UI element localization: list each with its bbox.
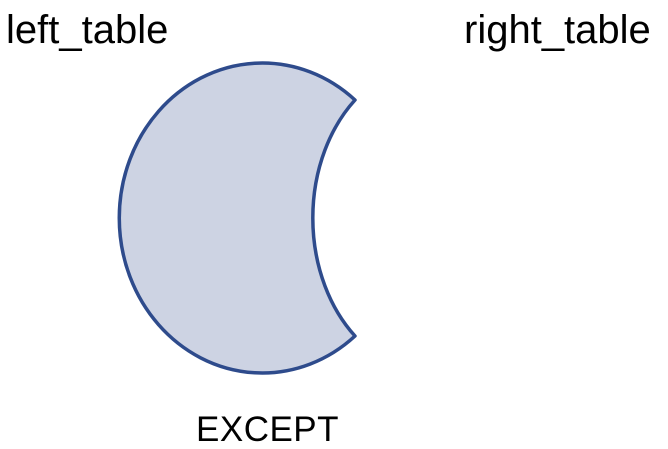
operation-caption: EXCEPT: [196, 410, 340, 449]
left-table-label: left_table: [6, 8, 169, 52]
right-table-label: right_table: [464, 8, 651, 52]
left-only-region: [117, 61, 357, 375]
